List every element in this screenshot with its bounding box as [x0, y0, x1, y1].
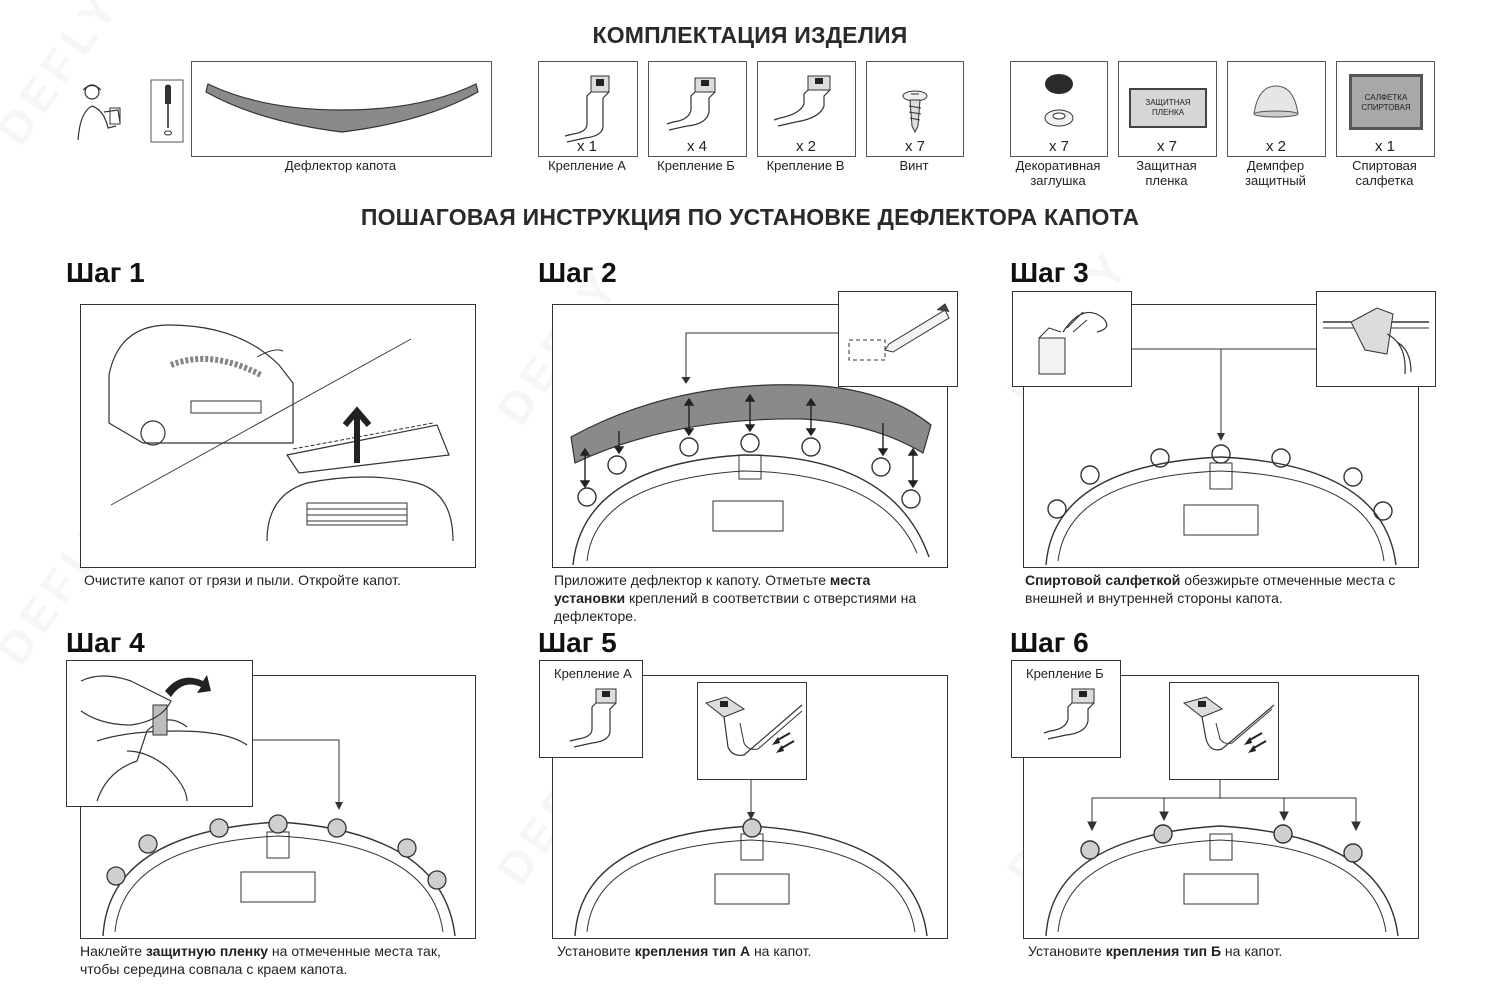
film-apply-inset: [66, 660, 253, 807]
clip-v-icon: [773, 75, 831, 127]
qty-text: x 1: [577, 138, 598, 155]
marker-icon: [848, 303, 950, 361]
kit-title: КОМПЛЕКТАЦИЯ ИЗДЕЛИЯ: [592, 22, 908, 48]
kit-item-label: Защитная пленка: [1136, 158, 1197, 188]
qty-text: x 7: [905, 138, 926, 155]
qty-text: x 2: [796, 138, 817, 155]
qty-text: x 2: [1266, 138, 1287, 155]
qty-text: x 1: [1375, 138, 1396, 155]
step-3-illustration: [1045, 348, 1397, 566]
kit-item-label: Демпфер защитный: [1245, 158, 1306, 188]
decor-cap-icon: [1044, 74, 1074, 127]
film-sample: ЗАЩИТНАЯ ПЛЕНКА: [1129, 88, 1207, 128]
kit-item-label: Крепление В: [766, 158, 845, 173]
step-2-heading: Шаг 2: [538, 257, 617, 288]
damper-icon: [1253, 85, 1299, 118]
clip-a-install-inset: [697, 682, 807, 780]
clip-b-box: x 4: [648, 61, 747, 157]
wipe-packet-icon: [1038, 311, 1108, 375]
step-3-heading: Шаг 3: [1010, 257, 1089, 288]
inset-label: Крепление Б: [1026, 666, 1104, 681]
clip-b-install-icon: [1182, 696, 1275, 753]
deflector-label: Дефлектор капота: [284, 158, 397, 173]
alcohol-wipe-box: САЛФЕТКА СПИРТОВАЯ x 1: [1336, 61, 1435, 157]
step-4-illustration: [102, 739, 456, 937]
protective-film-box: ЗАЩИТНАЯ ПЛЕНКА x 7: [1118, 61, 1217, 157]
mechanic-screwdriver-icon: [77, 79, 184, 143]
qty-text: x 7: [1049, 138, 1070, 155]
kit-item-label: Крепление А: [548, 158, 626, 173]
clip-b-icon: [1043, 688, 1095, 740]
kit-item-label: Винт: [899, 158, 929, 173]
wiping-hand-icon: [1323, 307, 1429, 375]
step-5-caption: Установите крепления тип А на капот.: [557, 943, 812, 959]
clip-a-icon: [564, 75, 610, 143]
marker-inset: [838, 291, 958, 387]
qty-text: x 7: [1157, 138, 1178, 155]
clip-a-install-icon: [704, 696, 803, 756]
clip-b-ref-inset: Крепление Б: [1011, 660, 1121, 758]
step-5-illustration: [574, 780, 928, 937]
clip-a-box: x 1: [538, 61, 638, 157]
deflector-icon: [205, 83, 479, 133]
wipe-hood-inset: [1316, 291, 1436, 387]
step-4-caption: Наклейте защитную пленку на отмеченные м…: [80, 943, 441, 977]
clip-a-icon: [569, 688, 617, 748]
guide-title: ПОШАГОВАЯ ИНСТРУКЦИЯ ПО УСТАНОВКЕ ДЕФЛЕК…: [360, 204, 1140, 230]
screw-icon: [902, 90, 928, 134]
step-1-panel: [80, 304, 476, 568]
kit-item-label: Крепление Б: [657, 158, 735, 173]
step-3-caption: Спиртовой салфеткой обезжирьте отмеченны…: [1025, 572, 1396, 606]
step-6-heading: Шаг 6: [1010, 627, 1089, 658]
kit-item-label: Спиртовая салфетка: [1352, 158, 1417, 188]
film-apply-icon: [80, 675, 248, 802]
step-5-heading: Шаг 5: [538, 627, 617, 658]
qty-text: x 4: [687, 138, 708, 155]
screw-box: x 7: [866, 61, 964, 157]
inset-label: Крепление А: [554, 666, 632, 681]
clip-a-ref-inset: Крепление А: [539, 660, 643, 758]
step-1-caption: Очистите капот от грязи и пыли. Откройте…: [84, 572, 401, 588]
damper-box: x 2: [1227, 61, 1326, 157]
decor-cap-box: x 7: [1010, 61, 1108, 157]
kit-item-label: Декоративная заглушка: [1015, 158, 1101, 188]
step-2-caption: Приложите дефлектор к капоту. Отметьте м…: [554, 572, 917, 624]
step-4-heading: Шаг 4: [66, 627, 145, 658]
step-1-illustration: [108, 324, 454, 542]
step-2-illustration: [570, 332, 932, 566]
wipe-open-inset: [1012, 291, 1132, 387]
step-6-caption: Установите крепления тип Б на капот.: [1028, 943, 1283, 959]
wipe-sample: САЛФЕТКА СПИРТОВАЯ: [1349, 74, 1423, 130]
clip-v-box: x 2: [757, 61, 856, 157]
deflector-box: [191, 61, 492, 157]
clip-b-icon: [666, 77, 716, 131]
step-1-heading: Шаг 1: [66, 257, 145, 288]
clip-b-install-inset: [1169, 682, 1279, 780]
step-6-illustration: [1045, 780, 1399, 937]
